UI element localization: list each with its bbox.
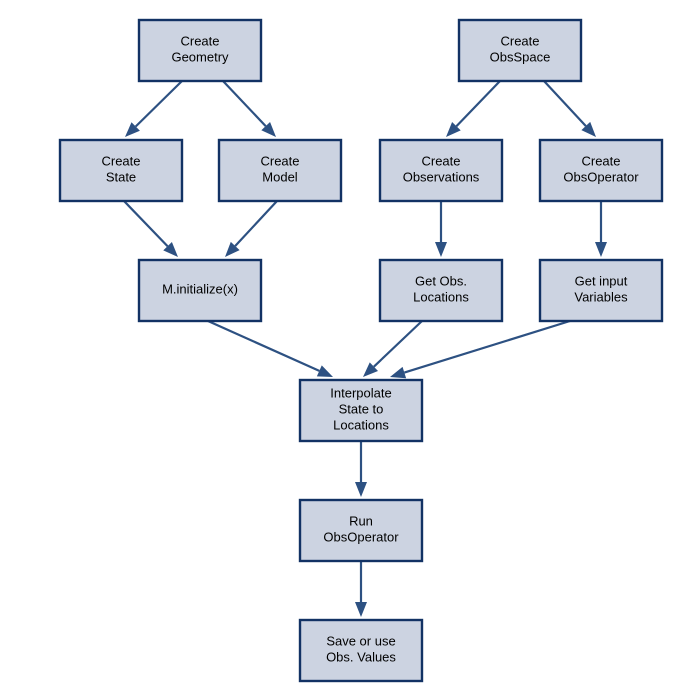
edge-line: [543, 80, 587, 127]
node-box[interactable]: [538, 138, 664, 203]
arrowhead-icon: [355, 602, 367, 617]
arrowhead-icon: [316, 365, 333, 377]
arrowhead-icon: [435, 242, 447, 257]
arrowhead-icon: [390, 366, 407, 379]
edge-line: [455, 80, 501, 127]
arrowhead-icon: [261, 121, 276, 137]
edge-line: [234, 200, 278, 247]
arrowhead-icon: [355, 482, 367, 497]
flow-edge-obsspace-to-obsoperator: [543, 80, 596, 137]
arrowhead-icon: [363, 362, 379, 377]
flow-edge-geometry-to-model: [222, 80, 276, 137]
edge-line: [222, 80, 267, 127]
edge-line: [123, 200, 169, 247]
node-get-obs-locations[interactable]: Get Obs.Locations: [378, 258, 504, 323]
arrowhead-icon: [595, 242, 607, 257]
edges-layer: [123, 80, 607, 617]
arrowhead-icon: [225, 241, 240, 257]
flow-edge-obsoperator-to-variables: [595, 201, 607, 257]
node-box[interactable]: [298, 618, 424, 683]
node-box[interactable]: [378, 258, 504, 323]
arrowhead-icon: [446, 122, 461, 137]
node-box[interactable]: [217, 138, 343, 203]
flow-edge-run-to-save: [355, 561, 367, 617]
node-box[interactable]: [137, 18, 263, 83]
node-box[interactable]: [457, 18, 583, 83]
edge-line: [207, 319, 320, 372]
node-box[interactable]: [58, 138, 184, 203]
flow-edge-geometry-to-state: [125, 80, 183, 137]
node-box[interactable]: [298, 378, 424, 443]
flow-edge-state-to-initialize: [123, 200, 178, 257]
arrowhead-icon: [581, 121, 596, 137]
edge-line: [373, 320, 423, 368]
flow-edge-locations-to-interpolate: [363, 320, 423, 377]
arrowhead-icon: [125, 122, 140, 137]
flow-edge-initialize-to-interpolate: [207, 319, 333, 377]
node-box[interactable]: [378, 138, 504, 203]
edge-line: [403, 319, 571, 374]
node-m-initialize[interactable]: M.initialize(x): [137, 258, 263, 323]
flow-edge-obsspace-to-observations: [446, 80, 501, 137]
edge-line: [134, 80, 183, 128]
node-box[interactable]: [137, 258, 263, 323]
flow-edge-interpolate-to-run: [355, 441, 367, 497]
node-box[interactable]: [298, 498, 424, 563]
flow-edge-model-to-initialize: [225, 200, 278, 257]
flow-edge-observations-to-locations: [435, 201, 447, 257]
flow-edge-variables-to-interpolate: [390, 319, 571, 379]
arrowhead-icon: [163, 242, 178, 257]
node-box[interactable]: [538, 258, 664, 323]
